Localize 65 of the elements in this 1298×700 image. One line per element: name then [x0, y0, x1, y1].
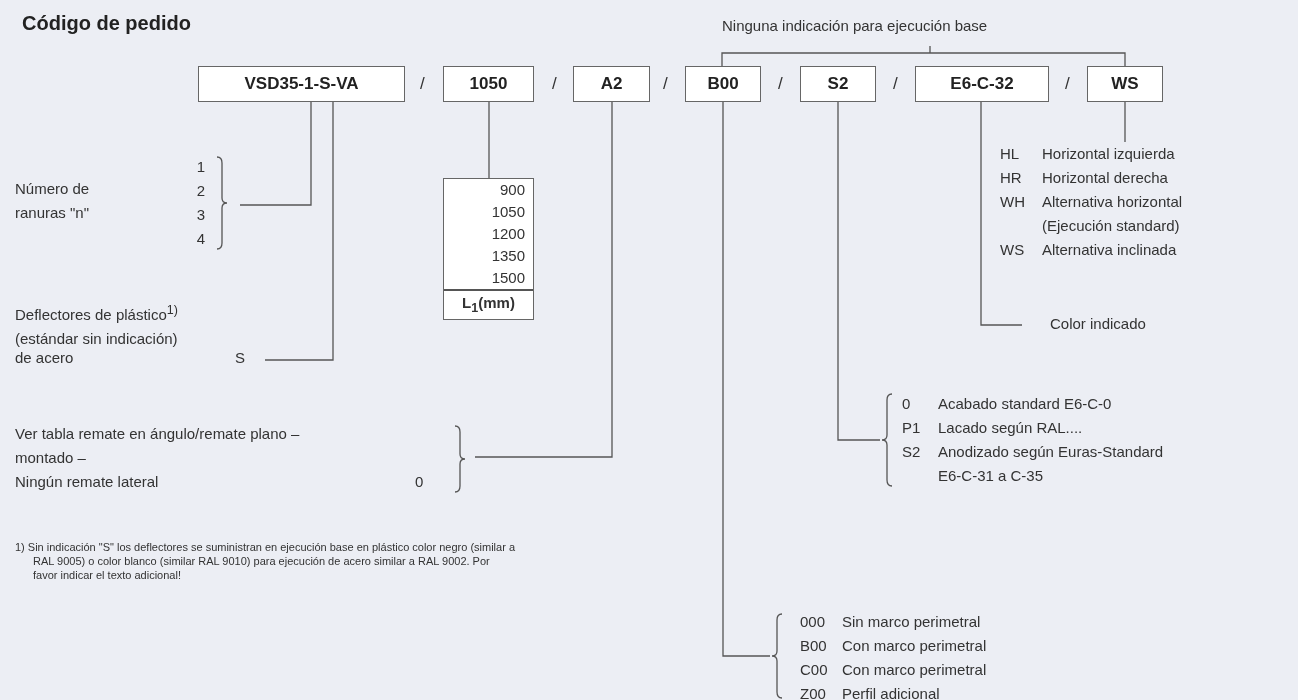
footnote: 1) Sin indicación "S" los deflectores se suministran en ejecución base en plástico color negro (similar a RAL 9005) o color blanco (similar RAL 9010) para ejecución de acero similar a RAL 9002. Por favor indicar el texto adicional!	[15, 540, 515, 582]
length-value: 1200	[490, 224, 526, 244]
length-value: 900	[498, 180, 526, 200]
option-description: de acero	[15, 348, 75, 368]
leader-line	[488, 101, 490, 179]
code-box: VSD35-1-S-VA	[198, 66, 405, 102]
separator: /	[778, 73, 783, 95]
leader-line	[980, 101, 1023, 326]
option-description: Ver tabla remate en ángulo/remate plano – montado –	[15, 424, 301, 468]
separator: /	[893, 73, 898, 95]
option-code: 3	[195, 205, 205, 225]
option-code: C00	[800, 660, 828, 680]
length-value: 1500	[490, 268, 526, 288]
length-value: 1350	[490, 246, 526, 266]
option-description: Ningún remate lateral	[15, 472, 160, 492]
option-code: HL	[1000, 144, 1020, 164]
option-code: P1	[902, 418, 921, 438]
option-code: 1	[195, 157, 205, 177]
option-description: Deflectores de plástico$^{1)}$ (estándar sin indicación)	[15, 302, 179, 349]
leader-line	[474, 101, 613, 458]
unit-label: L$_{1}$(mm)	[444, 289, 533, 320]
option-code: Z00	[800, 684, 826, 700]
leader-line	[837, 101, 881, 441]
option-code: HR	[1000, 168, 1022, 188]
title: Código de pedido	[22, 12, 191, 35]
option-description: Acabado standard E6-C-0	[938, 394, 1113, 414]
option-description: Anodizado según Euras-Standard E6-C-31 a C-35	[938, 442, 1165, 486]
code-box: S2	[800, 66, 876, 102]
separator: /	[420, 73, 425, 95]
option-description: Horizontal izquierda	[1042, 144, 1176, 164]
option-description: Alternativa horizontal (Ejecución standard)	[1042, 192, 1184, 236]
leader-line	[722, 101, 771, 657]
option-code: S2	[902, 442, 921, 462]
leader-line	[1124, 101, 1126, 143]
code-box: WS	[1087, 66, 1163, 102]
leader-line	[239, 101, 312, 206]
option-description: Color indicado	[1050, 314, 1147, 334]
option-description: Sin marco perimetral	[842, 612, 982, 632]
option-description: Con marco perimetral	[842, 660, 988, 680]
option-code: B00	[800, 636, 827, 656]
option-code: 0	[902, 394, 911, 414]
option-description: Con marco perimetral	[842, 636, 988, 656]
option-description: Perfil adicional	[842, 684, 941, 700]
note-text: Ninguna indicación para ejecución base	[722, 16, 988, 36]
code-box: E6-C-32	[915, 66, 1049, 102]
option-description: Número de ranuras "n"	[15, 179, 91, 223]
separator: /	[1065, 73, 1070, 95]
option-code: 2	[195, 181, 205, 201]
length-table	[443, 178, 534, 320]
option-description: Horizontal derecha	[1042, 168, 1169, 188]
option-code: S	[235, 348, 246, 368]
code-box: A2	[573, 66, 650, 102]
option-code: 000	[800, 612, 826, 632]
option-description: Alternativa inclinada	[1042, 240, 1178, 260]
separator: /	[663, 73, 668, 95]
option-description: Lacado según RAL....	[938, 418, 1084, 438]
leader-line	[264, 101, 334, 361]
option-code: WS	[1000, 240, 1025, 260]
option-code: WH	[1000, 192, 1025, 212]
option-code: 0	[415, 472, 425, 492]
code-box: B00	[685, 66, 761, 102]
separator: /	[552, 73, 557, 95]
option-code: 4	[195, 229, 205, 249]
code-box: 1050	[443, 66, 534, 102]
length-value: 1050	[490, 202, 526, 222]
